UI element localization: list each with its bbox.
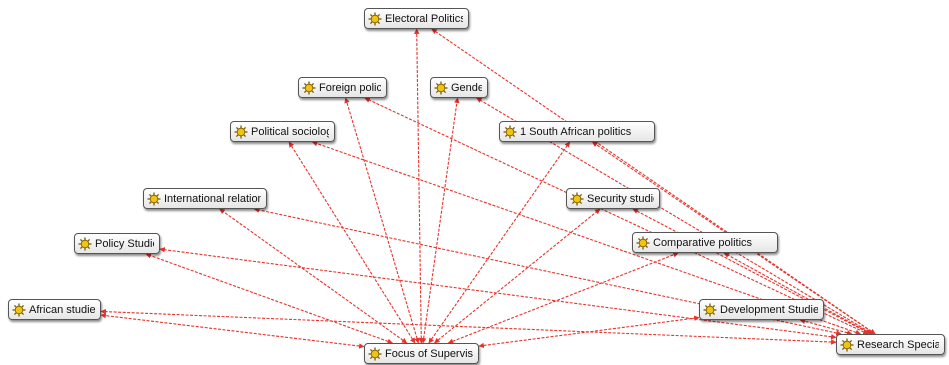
node-label: Security studies	[587, 192, 654, 205]
node-electoral-politics[interactable]: Electoral Politics	[364, 8, 469, 29]
sun-node-icon	[302, 81, 316, 94]
edge-focus-foreign	[344, 97, 420, 344]
sun-node-icon	[78, 237, 92, 250]
edge-focus-south_african	[428, 141, 571, 344]
node-development-studies[interactable]: Development Studies	[699, 299, 824, 320]
node-label: Comparative politics	[653, 236, 753, 249]
node-gender[interactable]: Gender	[430, 77, 488, 98]
node-label: Electoral Politics	[385, 12, 463, 25]
edge-focus-comparative	[447, 252, 679, 344]
sun-node-icon	[703, 303, 717, 316]
edge-focus-political_soc	[288, 141, 416, 344]
node-label: International relations	[164, 192, 261, 205]
edge-research-electoral	[431, 28, 876, 335]
node-label: Policy Studies	[95, 237, 154, 250]
edge-focus-security	[434, 208, 601, 344]
edge-research-policy	[159, 247, 837, 340]
node-focus-of-supervision[interactable]: Focus of Supervision	[364, 343, 479, 364]
edge-research-development	[799, 318, 853, 336]
sun-node-icon	[636, 236, 650, 249]
edge-focus-policy	[145, 253, 393, 344]
sun-node-icon	[434, 81, 448, 94]
node-label: African studies	[29, 303, 95, 316]
node-south-african-politics[interactable]: 1 South African politics	[499, 121, 655, 142]
edge-focus-international	[219, 208, 408, 344]
edge-focus-development	[478, 315, 700, 349]
sun-node-icon	[12, 303, 26, 316]
node-political-sociology[interactable]: Political sociology	[230, 121, 335, 142]
edge-research-comparative	[723, 252, 872, 335]
sun-node-icon	[368, 12, 382, 25]
node-label: Research Specialism	[857, 338, 939, 351]
node-international-relations[interactable]: International relations	[143, 188, 267, 209]
sun-node-icon	[503, 125, 517, 138]
sun-node-icon	[147, 192, 161, 205]
node-label: Foreign policy	[319, 81, 381, 94]
node-label: Political sociology	[251, 125, 329, 138]
node-label: Development Studies	[720, 303, 818, 316]
node-security-studies[interactable]: Security studies	[566, 188, 660, 209]
node-label: Focus of Supervision	[385, 347, 473, 360]
node-policy-studies[interactable]: Policy Studies	[74, 233, 160, 254]
node-label: 1 South African politics	[520, 125, 632, 138]
edge-focus-gender	[420, 97, 460, 344]
node-research-specialism[interactable]: Research Specialism	[836, 334, 945, 355]
node-foreign-policy[interactable]: Foreign policy	[298, 77, 387, 98]
sun-node-icon	[234, 125, 248, 138]
node-label: Gender	[451, 81, 482, 94]
sun-node-icon	[368, 347, 382, 360]
edge-focus-african	[100, 312, 365, 349]
node-african-studies[interactable]: African studies	[8, 299, 101, 320]
sun-node-icon	[840, 338, 854, 351]
node-comparative-politics[interactable]: Comparative politics	[632, 232, 778, 253]
sun-node-icon	[570, 192, 584, 205]
edge-focus-electoral	[413, 28, 425, 344]
